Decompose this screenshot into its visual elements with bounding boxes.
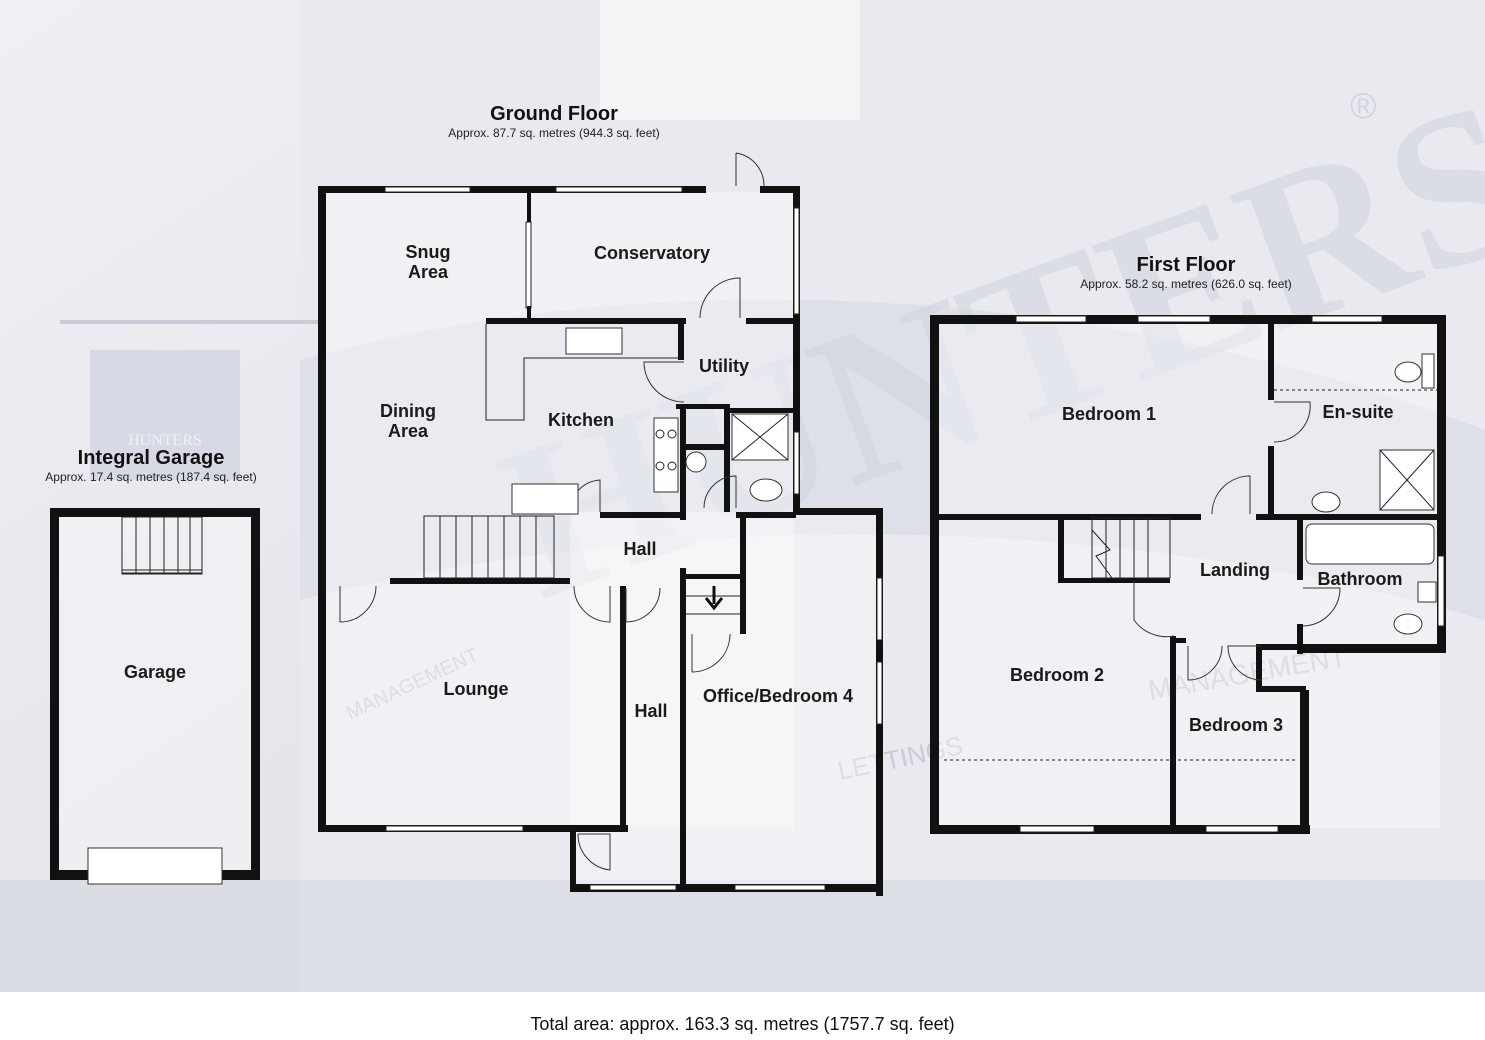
hall-table-icon [511, 483, 579, 515]
bathroom-toilet-icon [1393, 613, 1423, 635]
kitchen-sink-icon [565, 327, 623, 355]
sign-text: HUNTERS [128, 432, 202, 449]
bathroom-basin-icon [1417, 581, 1437, 603]
snug-area-label-1: Snug [406, 242, 451, 262]
garage-area: Approx. 17.4 sq. metres (187.4 sq. feet) [45, 470, 256, 484]
ground-floor-plan: Ground Floor Approx. 87.7 sq. metres (94… [318, 103, 883, 896]
dining-area-label-1: Dining [380, 401, 436, 421]
down-arrow-icon [704, 586, 724, 611]
bath-tub-icon [1305, 523, 1435, 565]
hall-label-upper: Hall [623, 539, 656, 559]
ground-stairs [423, 515, 555, 579]
registered-mark: ® [1350, 85, 1377, 126]
first-floor-plan: First Floor Approx. 58.2 sq. metres (626… [930, 254, 1446, 834]
building-photo-backdrop: HUNTERS HUNTERS ® MANAGEMENT LETTINGS MA… [0, 0, 1485, 992]
garage-door-icon [87, 847, 223, 885]
under-stairs-cupboard [686, 586, 740, 615]
conservatory-label: Conservatory [594, 243, 710, 263]
hanging-sign [90, 350, 240, 480]
ground-floor-title: Ground Floor [490, 103, 618, 125]
hall-label-lower: Hall [634, 701, 667, 721]
total-area-footer: Total area: approx. 163.3 sq. metres (17… [530, 1014, 955, 1034]
toilet-icon [749, 478, 783, 502]
integral-garage-plan: Integral Garage Approx. 17.4 sq. metres … [45, 447, 260, 885]
kitchen-label: Kitchen [548, 410, 614, 430]
floor-plan: Ground Floor Approx. 87.7 sq. metres (94… [45, 103, 1446, 896]
lounge-label: Lounge [444, 679, 509, 699]
ground-floor-area: Approx. 87.7 sq. metres (944.3 sq. feet) [448, 126, 659, 140]
basin-icon [685, 451, 707, 473]
utility-label: Utility [699, 356, 749, 376]
first-floor-area: Approx. 58.2 sq. metres (626.0 sq. feet) [1080, 277, 1291, 291]
ensuite-toilet-icon [1394, 361, 1422, 383]
conservatory-door-swing [735, 152, 765, 187]
bedroom3-label: Bedroom 3 [1189, 715, 1283, 735]
garage-stairs [121, 516, 203, 575]
dining-area-label-2: Area [388, 421, 429, 441]
bedroom1-label: Bedroom 1 [1062, 404, 1156, 424]
bedroom2-label: Bedroom 2 [1010, 665, 1104, 685]
office-bedroom4-label: Office/Bedroom 4 [703, 686, 853, 706]
landing-label: Landing [1200, 560, 1270, 580]
hob-icon [653, 417, 679, 493]
ensuite-basin-icon [1311, 491, 1341, 513]
kitchen-worktop [485, 324, 680, 421]
ensuite-label: En-suite [1322, 402, 1393, 422]
bathroom-label: Bathroom [1318, 569, 1403, 589]
first-floor-stairs [1091, 517, 1171, 579]
snug-area-label-2: Area [408, 262, 449, 282]
garage-title: Integral Garage [78, 447, 225, 469]
garage-label: Garage [124, 662, 186, 682]
first-floor-title: First Floor [1137, 254, 1236, 276]
